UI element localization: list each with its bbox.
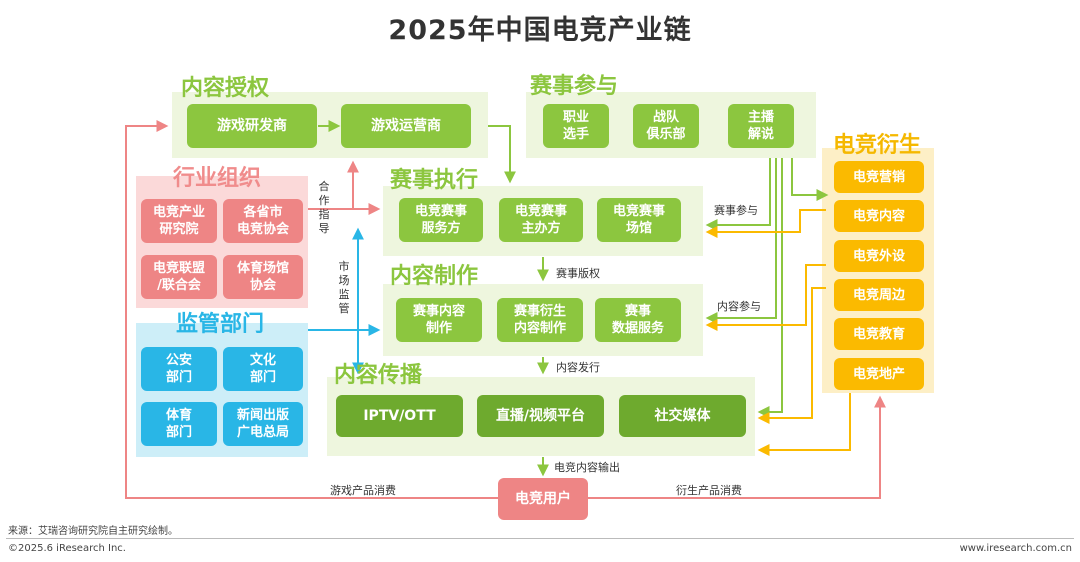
event-content-production-box: 赛事内容 制作 <box>396 298 482 342</box>
derivatives-title: 电竞衍生 <box>833 133 922 158</box>
website-link[interactable]: www.iresearch.com.cn <box>959 543 1072 554</box>
event-data-service-box: 赛事 数据服务 <box>595 298 681 342</box>
esports-merchandise-box: 电竞周边 <box>834 279 924 311</box>
esports-content-box: 电竞内容 <box>834 200 924 232</box>
pro-player-box: 职业 选手 <box>543 104 609 148</box>
page-title: 2025年中国电竞产业链 <box>388 15 692 46</box>
arrow-participation-to-derivatives <box>791 158 829 201</box>
arrow-users-to-derivatives <box>588 395 886 499</box>
team-club-box: 战队 俱乐部 <box>633 104 699 148</box>
sports-department-box: 体育 部门 <box>141 402 217 446</box>
derivative-content-production-box: 赛事衍生 内容制作 <box>497 298 583 342</box>
provincial-association-box: 各省市 电竞协会 <box>223 199 303 243</box>
arrow-derivatives-to-production <box>705 264 826 331</box>
industry-org-title: 行业组织 <box>173 166 262 191</box>
label-event-copyright: 赛事版权 <box>556 267 600 280</box>
event-organizer-box: 电竞赛事 主办方 <box>499 198 583 242</box>
social-media-box: 社交媒体 <box>619 395 746 437</box>
event-service-provider-box: 电竞赛事 服务方 <box>399 198 483 242</box>
regulators-title: 监管部门 <box>176 312 265 337</box>
footer-divider <box>6 538 1074 539</box>
label-market-supervision: 市场监管 <box>338 260 350 315</box>
copyright-text: ©2025.6 iResearch Inc. <box>8 543 126 554</box>
arrow-users-to-license <box>125 120 498 499</box>
esports-marketing-box: 电竞营销 <box>834 161 924 193</box>
competition-participation-title: 赛事参与 <box>530 74 619 99</box>
esports-peripherals-box: 电竞外设 <box>834 240 924 272</box>
streamer-commentator-box: 主播 解说 <box>728 104 794 148</box>
label-derivative-consumption: 衍生产品消费 <box>676 484 742 497</box>
label-content-participation: 内容参与 <box>717 300 761 313</box>
label-cooperation-guidance: 合作指导 <box>318 180 330 235</box>
arrow-derivatives-to-distribution <box>757 287 826 424</box>
iptv-ott-box: IPTV/OTT <box>336 395 463 437</box>
esports-real-estate-box: 电竞地产 <box>834 358 924 390</box>
public-security-box: 公安 部门 <box>141 347 217 391</box>
live-video-platform-box: 直播/视频平台 <box>477 395 604 437</box>
esports-education-box: 电竞教育 <box>834 318 924 350</box>
label-content-output: 电竞内容输出 <box>554 461 620 474</box>
esports-alliance-box: 电竞联盟 /联合会 <box>141 255 217 299</box>
stadium-association-box: 体育场馆 协会 <box>223 255 303 299</box>
esports-research-institute-box: 电竞产业 研究院 <box>141 199 217 243</box>
arrow-license-to-execution <box>488 125 516 184</box>
content-distribution-title: 内容传播 <box>334 363 423 388</box>
label-game-consumption: 游戏产品消费 <box>330 484 396 497</box>
press-publication-box: 新闻出版 广电总局 <box>223 402 303 446</box>
arrow-participation-to-production <box>705 158 777 324</box>
arrow-derivatives-to-users-area <box>757 393 851 456</box>
source-note: 来源：艾瑞咨询研究院自主研究绘制。 <box>8 526 178 537</box>
game-operator-box: 游戏运营商 <box>341 104 471 148</box>
game-developer-box: 游戏研发商 <box>187 104 317 148</box>
event-venue-box: 电竞赛事 场馆 <box>597 198 681 242</box>
arrow-derivatives-to-execution <box>705 209 826 238</box>
culture-department-box: 文化 部门 <box>223 347 303 391</box>
arrow-participation-to-execution <box>705 158 771 231</box>
label-event-participation: 赛事参与 <box>714 204 758 217</box>
content-license-title: 内容授权 <box>181 76 270 101</box>
label-content-release: 内容发行 <box>556 361 600 374</box>
content-production-title: 内容制作 <box>390 264 479 289</box>
esports-users-box: 电竞用户 <box>498 478 588 520</box>
event-execution-title: 赛事执行 <box>390 168 479 193</box>
